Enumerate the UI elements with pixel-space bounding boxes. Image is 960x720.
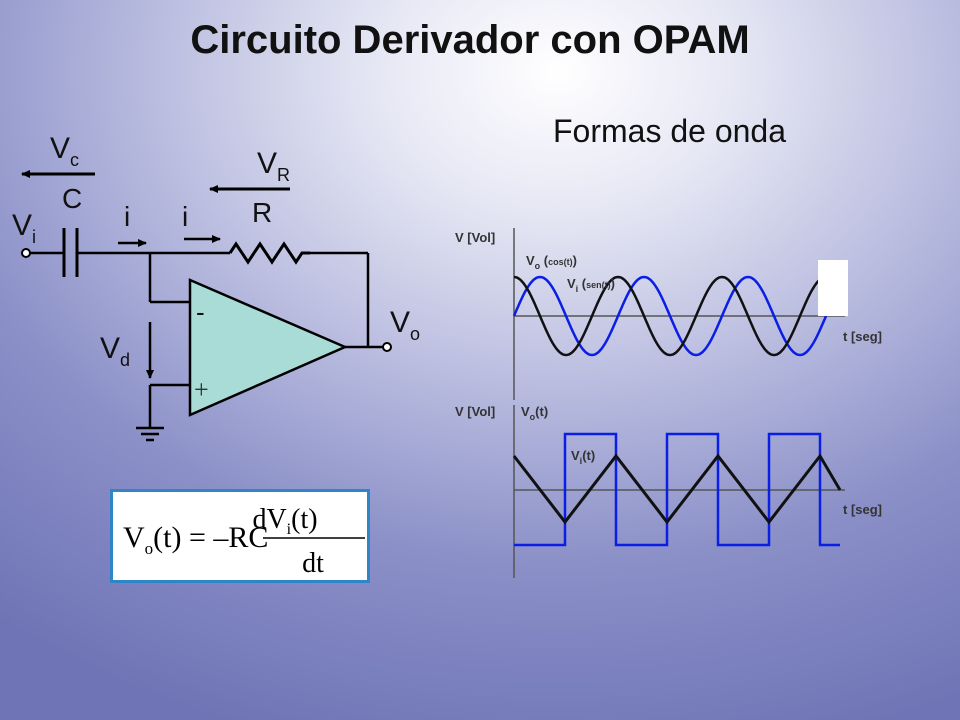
current-label-1: i: [124, 201, 130, 232]
formula-denominator: dt: [302, 548, 324, 579]
formula-box: Vo(t) = –RC dVi(t) dt: [110, 489, 370, 583]
formula-lhs: Vo(t) = –RC: [123, 521, 268, 558]
capacitor-label: C: [62, 183, 82, 214]
resistor: [228, 241, 310, 265]
opamp-triangle: [188, 278, 349, 417]
bottom-xlabel: t [seg]: [843, 502, 882, 517]
noninverting-input-sign: +: [194, 375, 209, 404]
vc-label: Vc: [50, 132, 79, 170]
input-terminal: [21, 248, 31, 258]
top-xlabel: t [seg]: [843, 329, 882, 344]
bottom-vi-label: Vi(t): [571, 448, 595, 466]
inverting-input-sign: -: [196, 297, 205, 327]
triangle-square-graph: V [Vol] t [seg] Vo(t) Vi(t): [455, 404, 882, 578]
formula: Vo(t) = –RC dVi(t) dt: [123, 504, 365, 579]
waveforms-subtitle: Formas de onda: [553, 113, 787, 149]
current-label-2: i: [182, 201, 188, 232]
vr-label: VR: [257, 147, 290, 185]
vo-square-wave: [514, 432, 840, 547]
differentiator-circuit: Vc C VR R Vi i i - +: [12, 132, 420, 442]
top-ylabel: V [Vol]: [455, 230, 495, 245]
sine-cosine-graph: V [Vol] t [seg] Vo (cos(t)) Vi (sen(t)): [455, 228, 882, 400]
vi-label: Vi: [12, 209, 36, 247]
bottom-ylabel: V [Vol]: [455, 404, 495, 419]
vi-sine-curve: [512, 275, 846, 357]
formula-numerator: dVi(t): [252, 504, 317, 538]
vd-label: Vd: [100, 332, 130, 370]
slide-title: Circuito Derivador con OPAM: [190, 18, 750, 62]
vi-triangle-wave: [512, 453, 842, 525]
top-vo-label: Vo (cos(t)): [526, 253, 577, 271]
top-vi-label: Vi (sen(t)): [567, 276, 615, 294]
ground-symbol: [136, 426, 164, 442]
resistor-label: R: [252, 197, 272, 228]
vo-label: Vo: [390, 306, 420, 344]
bottom-vo-label: Vo(t): [521, 404, 548, 422]
vo-cosine-curve: [513, 275, 847, 357]
white-mask: [818, 260, 848, 316]
output-terminal: [382, 342, 392, 352]
